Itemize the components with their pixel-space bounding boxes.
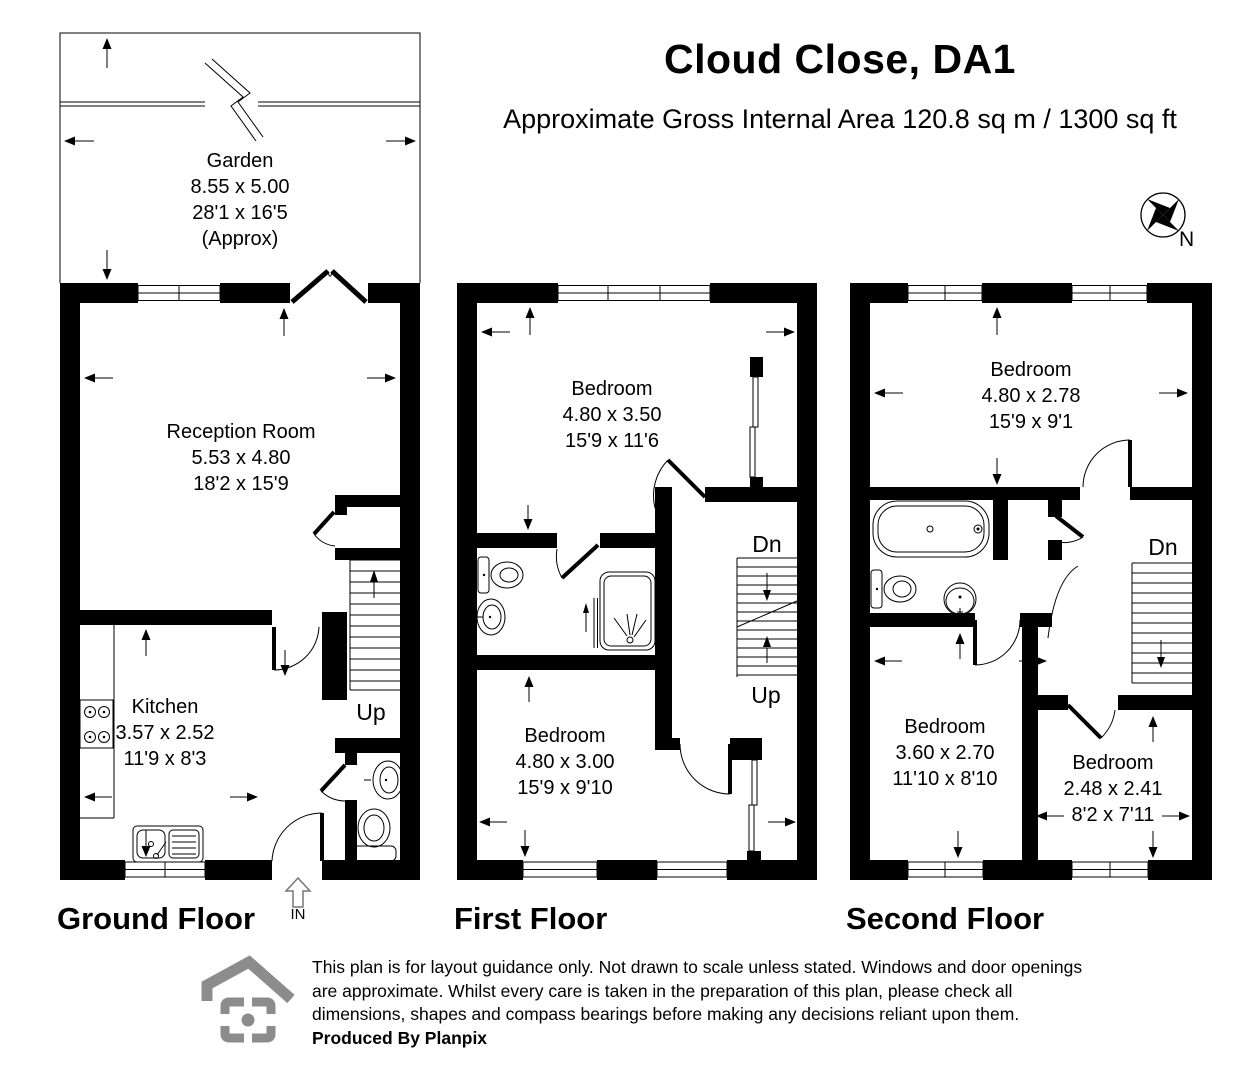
french-doors [290,269,368,304]
garden-label: Garden 8.55 x 5.00 28'1 x 16'5 (Approx) [140,148,340,252]
room-name: Bedroom [571,378,653,400]
room-name: Bedroom [524,725,606,747]
room-dim-metric: 4.80 x 2.78 [981,385,1081,407]
sf-bedroom1-label: Bedroom 4.80 x 2.78 15'9 x 9'1 [906,357,1156,435]
planpix-logo-icon [201,955,295,1043]
garden-outline [59,32,421,283]
room-dim-metric: 3.57 x 2.52 [115,722,215,744]
ground-floor-walls [60,283,420,880]
room-name: Garden [206,150,274,172]
second-floor-doors [973,439,1132,740]
second-floor-walls [850,283,1212,880]
first-floor-windows [522,283,759,880]
bathtub-icon [872,500,990,558]
sf-stairs-dn-label: Dn [1148,534,1178,560]
room-note: (Approx) [201,228,279,250]
sink-icon [132,825,204,863]
disclaimer-line: dimensions, shapes and compass bearings … [312,1004,1020,1024]
compass-north-label: N [1179,228,1195,251]
room-dim-metric: 3.60 x 2.70 [895,742,995,764]
disclaimer-line: This plan is for layout guidance only. N… [312,957,1083,977]
ground-floor-doors [271,510,347,862]
page-subtitle: Approximate Gross Internal Area 120.8 sq… [503,104,1177,134]
produced-by-label: Produced By Planpix [312,1027,488,1048]
room-dim-imperial: 11'10 x 8'10 [892,768,998,790]
ground-floor-title: Ground Floor [57,901,256,936]
ground-stairs-up-label: Up [356,699,386,725]
ff-basin-icon [476,598,506,636]
disclaimer: This plan is for layout guidance only. N… [312,956,1152,1050]
room-name: Bedroom [1072,752,1154,774]
first-floor-doors [555,458,732,795]
entrance-in-label: IN [290,906,306,923]
ff-bedroom2-label: Bedroom 4.80 x 3.00 15'9 x 9'10 [440,723,690,801]
room-dim-imperial: 8'2 x 7'11 [1071,804,1155,826]
second-floor-title: Second Floor [846,901,1045,936]
dimension-arrows [64,38,1190,858]
room-dim-imperial: 11'9 x 8'3 [123,748,207,770]
shower-icon [583,571,656,651]
room-dim-imperial: 28'1 x 16'5 [192,202,288,224]
room-dim-metric: 5.53 x 4.80 [191,447,291,469]
kitchen-label: Kitchen 3.57 x 2.52 11'9 x 8'3 [75,694,255,772]
first-floor-title: First Floor [454,901,608,936]
sf-basin-icon [943,582,977,616]
room-dim-imperial: 15'9 x 11'6 [564,430,659,452]
garden-break-line [204,62,257,142]
wc-basin-icon [364,760,404,800]
first-floor-walls [457,283,817,880]
ff-bedroom1-label: Bedroom 4.80 x 3.50 15'9 x 11'6 [487,376,737,454]
hob-icon [79,699,114,749]
second-floor-windows [907,283,1149,880]
entrance-arrow-icon [284,876,312,908]
room-dim-imperial: 15'9 x 9'10 [517,777,613,799]
room-dim-metric: 8.55 x 5.00 [190,176,290,198]
ff-stairs-dn-label: Dn [752,531,782,557]
sf-bedroom3-label: Bedroom 2.48 x 2.41 8'2 x 7'11 [1013,750,1213,828]
room-dim-metric: 2.48 x 2.41 [1063,778,1163,800]
page-title: Cloud Close, DA1 [664,36,1016,82]
room-name: Reception Room [166,421,316,443]
sf-toilet-icon [870,569,917,609]
second-floor-stairs [1131,562,1192,684]
first-floor-stairs [736,557,798,677]
kitchen-counter [80,625,115,819]
room-name: Bedroom [990,359,1072,381]
wc-toilet-icon [352,808,397,862]
room-name: Bedroom [904,716,986,738]
disclaimer-line: are approximate. Whilst every care is ta… [312,980,1013,1001]
room-dim-imperial: 15'9 x 9'1 [988,411,1074,433]
sf-bedroom2-label: Bedroom 3.60 x 2.70 11'10 x 8'10 [845,714,1045,792]
room-dim-metric: 4.80 x 3.00 [515,751,615,773]
ground-floor-stairs [349,559,400,691]
room-name: Kitchen [131,696,199,718]
ff-toilet-icon [477,556,524,594]
ground-floor-windows [124,283,221,880]
room-dim-imperial: 18'2 x 15'9 [193,473,289,495]
reception-room-label: Reception Room 5.53 x 4.80 18'2 x 15'9 [116,419,366,497]
room-dim-metric: 4.80 x 3.50 [562,404,662,426]
compass-icon [1140,192,1186,238]
ff-stairs-up-label: Up [751,682,781,708]
